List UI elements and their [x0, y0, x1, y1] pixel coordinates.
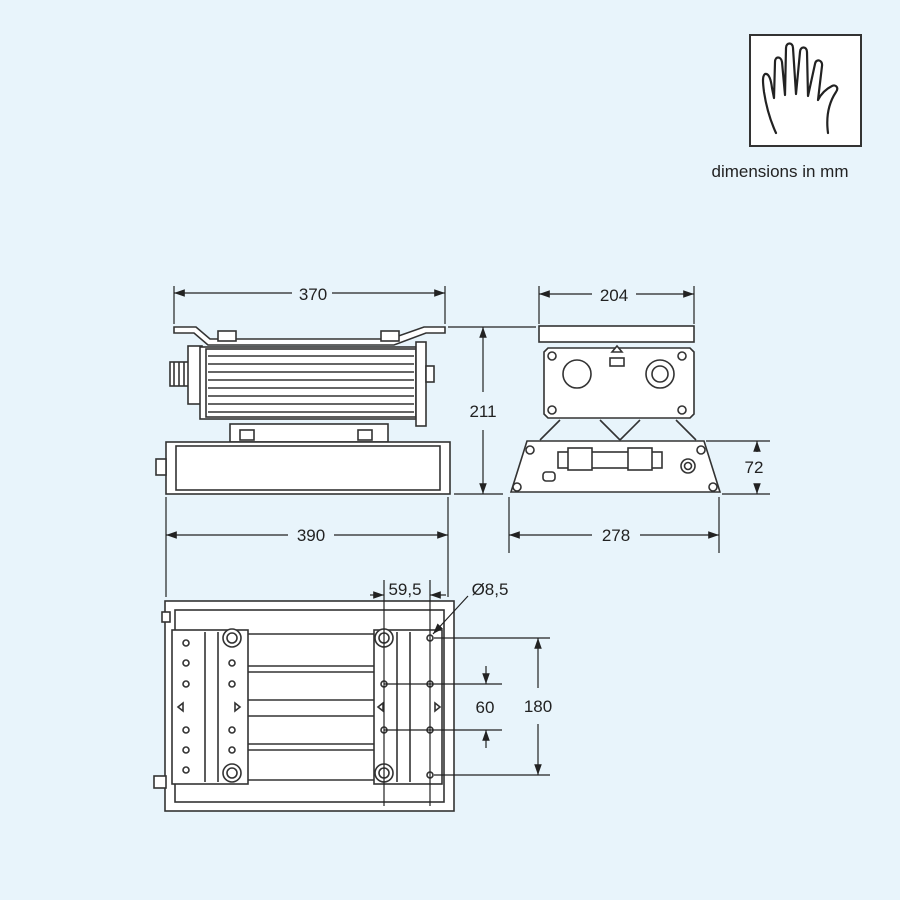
top-view: [153, 600, 455, 812]
dim-side-base-height: 72: [745, 458, 764, 477]
dim-hole-spacing: 59,5: [388, 580, 421, 599]
dim-front-top-width: 370: [299, 285, 327, 304]
dim-front-base-width: 390: [297, 526, 325, 545]
dim-hole-pitch: 60: [476, 698, 495, 717]
dim-side-top-width: 204: [600, 286, 628, 305]
dim-hole-diameter: Ø8,5: [472, 580, 509, 599]
dim-side-base-width: 278: [602, 526, 630, 545]
dim-front-height: 211: [469, 402, 496, 421]
front-view: [155, 326, 451, 495]
dimension-lines: [165, 286, 770, 806]
units-caption: dimensions in mm: [711, 162, 849, 181]
dim-hole-span: 180: [524, 697, 552, 716]
side-view: [509, 325, 722, 493]
hand-icon: [749, 34, 862, 147]
